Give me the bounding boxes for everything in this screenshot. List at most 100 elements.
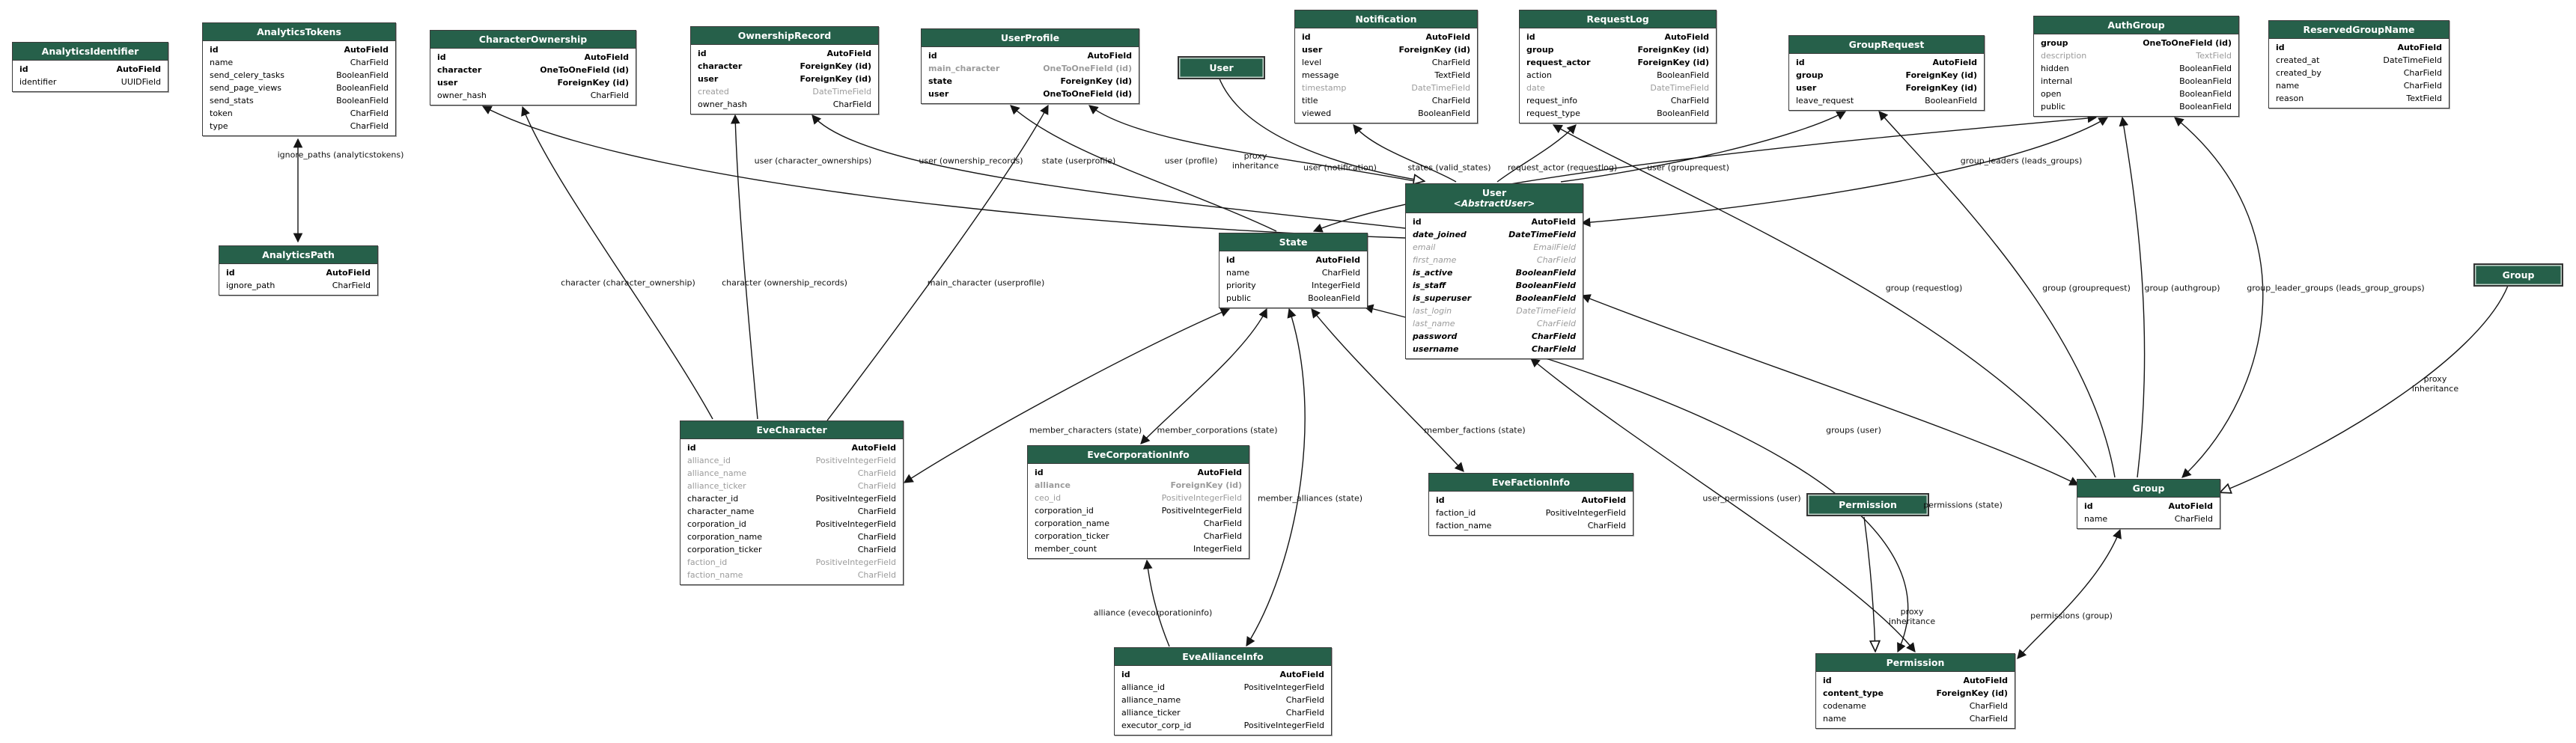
edge-group-grouprequest <box>1878 111 2116 478</box>
field-name: last_login <box>1413 306 1452 316</box>
field-name: character_name <box>687 507 755 516</box>
field-type: CharField <box>1536 319 1576 328</box>
field-name: username <box>1413 344 1459 354</box>
field-type: OneToOneField (id) <box>1043 89 1132 99</box>
field-name: id <box>928 51 937 61</box>
field-type: DateTimeField <box>1508 230 1576 239</box>
field-type: AutoField <box>2168 501 2213 511</box>
table-title: EveCharacter <box>680 421 903 439</box>
edge-request-actor-requestlog <box>1496 124 1577 183</box>
field-name: created_at <box>2276 55 2320 65</box>
field-row: last_login DateTimeField <box>1413 305 1576 317</box>
field-name: id <box>1796 58 1805 67</box>
field-type: CharField <box>1587 521 1626 531</box>
field-type: BooleanField <box>1657 70 1709 80</box>
field-type: CharField <box>857 532 896 542</box>
table-title-text: GroupRequest <box>1848 39 1925 50</box>
field-row: date DateTimeField <box>1526 82 1709 94</box>
field-name: id <box>1121 670 1130 679</box>
field-name: character <box>437 65 482 75</box>
field-name: corporation_ticker <box>687 545 762 554</box>
field-name: owner_hash <box>698 100 747 109</box>
edge-groups-user <box>1580 294 2080 486</box>
field-type: BooleanField <box>1925 96 1977 106</box>
field-type: AutoField <box>1664 32 1709 42</box>
field-type: DateTimeField <box>1516 306 1576 316</box>
field-name: name <box>2084 514 2108 524</box>
field-name: alliance_name <box>1121 695 1181 705</box>
field-type: OneToOneField (id) <box>2143 38 2232 48</box>
field-type: TextField <box>2406 94 2442 103</box>
field-type: AutoField <box>1315 255 1360 265</box>
field-type: AutoField <box>1197 468 1242 477</box>
field-type: PositiveIntegerField <box>1243 682 1324 692</box>
edge-user-ownership-records <box>812 114 1406 229</box>
field-name: id <box>2084 501 2093 511</box>
field-name: alliance_name <box>687 468 747 478</box>
field-name: is_active <box>1413 268 1453 278</box>
table-title: RequestLog <box>1520 10 1716 28</box>
field-type: CharField <box>1531 331 1576 341</box>
field-name: faction_id <box>687 557 728 567</box>
field-name: name <box>2276 81 2300 91</box>
table-title-text: Permission <box>1886 657 1945 668</box>
field-type: DateTimeField <box>1650 83 1709 93</box>
field-type: AutoField <box>851 443 896 453</box>
table-title-text: RequestLog <box>1586 13 1649 25</box>
field-name: user <box>1796 83 1817 93</box>
table-title: AuthGroup <box>2034 16 2238 34</box>
field-type: CharField <box>857 481 896 491</box>
field-type: CharField <box>1536 255 1576 265</box>
edge-main-character-userprofile <box>826 104 1049 421</box>
field-name: date <box>1526 83 1545 93</box>
field-type: BooleanField <box>1657 108 1709 118</box>
field-type: AutoField <box>1932 58 1977 67</box>
table-title: Group <box>2077 480 2220 498</box>
field-type: ForeignKey (id) <box>557 78 629 88</box>
edge-permissions-group <box>2017 528 2122 659</box>
edge-member-alliances-state <box>1246 308 1306 647</box>
table-title-text: EveAllianceInfo <box>1182 651 1264 662</box>
field-name: date_joined <box>1413 230 1467 239</box>
field-type: UUIDField <box>121 77 161 87</box>
field-name: created_by <box>2276 68 2321 78</box>
table-title: OwnershipRecord <box>691 27 878 45</box>
field-name: ceo_id <box>1035 493 1062 503</box>
field-name: corporation_name <box>687 532 763 542</box>
